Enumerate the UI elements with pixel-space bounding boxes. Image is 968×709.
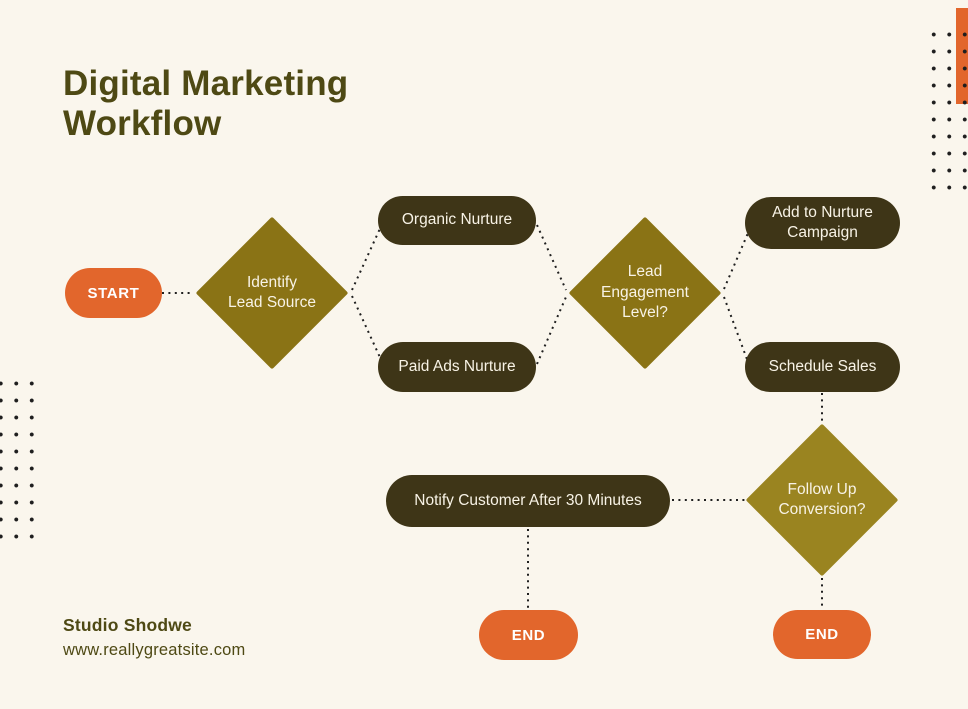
node-start: START <box>65 268 162 318</box>
label-line: Campaign <box>787 224 858 241</box>
node-paid-ads-nurture: Paid Ads Nurture <box>378 342 536 392</box>
node-identify-lead-source: Identify Lead Source <box>195 216 349 370</box>
connector-engagement-addnurture <box>723 232 749 290</box>
node-schedule-sales-label: Schedule Sales <box>768 357 877 375</box>
brand-name: Studio Shodwe <box>63 615 192 635</box>
website-url: www.reallygreatsite.com <box>63 641 246 659</box>
node-follow-up-conversion: Follow Up Conversion? <box>745 423 899 577</box>
node-end-1: END <box>479 610 578 660</box>
node-add-to-nurture-campaign: Add to Nurture Campaign <box>745 197 900 249</box>
node-organic-nurture-label: Organic Nurture <box>401 211 513 229</box>
dot-grid-left <box>0 375 40 547</box>
connector-identify-organic <box>351 221 384 291</box>
node-organic-nurture: Organic Nurture <box>378 196 536 245</box>
label-line: Conversion? <box>778 501 866 518</box>
label-line: Add to Nurture <box>772 203 873 221</box>
label-line: Follow Up <box>787 480 857 498</box>
node-identify-lead-source-label: Identify Lead Source <box>196 217 348 369</box>
page-title-line2: Workflow <box>63 103 222 143</box>
node-schedule-sales: Schedule Sales <box>745 342 900 392</box>
label-line: Lead <box>627 263 663 281</box>
node-start-label: START <box>87 284 140 302</box>
node-end-1-label: END <box>511 626 546 644</box>
node-follow-up-conversion-label: Follow Up Conversion? <box>746 424 898 576</box>
page-title-line1: Digital Marketing <box>63 64 349 103</box>
node-notify-customer: Notify Customer After 30 Minutes <box>386 475 670 527</box>
node-paid-ads-nurture-label: Paid Ads Nurture <box>398 357 516 375</box>
label-line: Identify <box>247 273 297 291</box>
node-end-2-label: END <box>805 626 839 643</box>
page-title: Digital Marketing Workflow <box>63 64 348 144</box>
label-line: Lead Source <box>228 294 316 311</box>
connector-engagement-schedule <box>723 296 749 363</box>
connector-organic-engagement <box>536 224 567 291</box>
connector-paidads-engagement <box>536 296 567 365</box>
node-lead-engagement-level-label: Lead Engagement Level? <box>569 217 721 369</box>
connector-identify-paidads <box>351 295 384 365</box>
label-line: Engagement <box>601 283 689 301</box>
node-end-2: END <box>773 610 871 659</box>
node-lead-engagement-level: Lead Engagement Level? <box>568 216 722 370</box>
label-line: Level? <box>622 304 668 322</box>
node-notify-customer-label: Notify Customer After 30 Minutes <box>414 491 642 509</box>
footer: Studio Shodwe www.reallygreatsite.com <box>63 615 246 660</box>
dot-grid-top-right <box>926 26 968 196</box>
